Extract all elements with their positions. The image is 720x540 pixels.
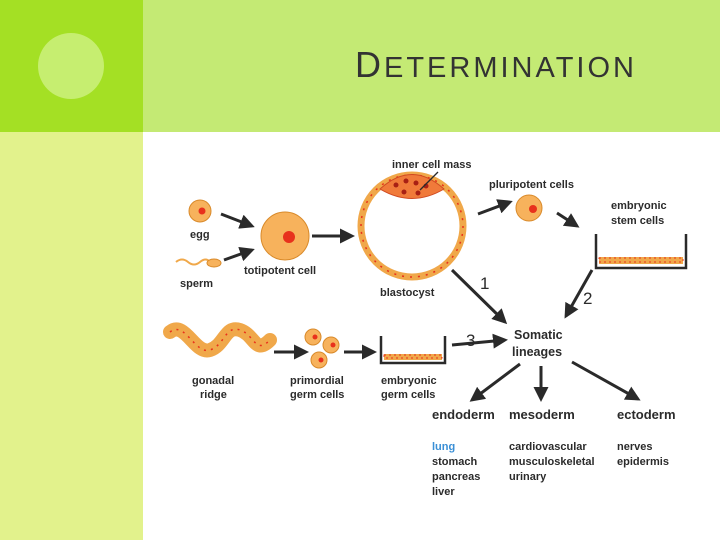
totipotent-cell — [260, 211, 310, 261]
sperm-cell — [175, 258, 222, 268]
label-gonadal-1: gonadal — [192, 375, 234, 387]
left-sidebar — [0, 132, 143, 540]
decorative-circle — [38, 33, 104, 99]
mesoderm-item: urinary — [509, 471, 547, 483]
label-mesoderm: mesoderm — [509, 407, 575, 422]
blastocyst — [357, 171, 467, 281]
label-inner-cell-mass: inner cell mass — [392, 159, 472, 171]
title-initial: D — [355, 44, 384, 85]
title-bar — [143, 0, 720, 132]
label-endoderm: endoderm — [432, 407, 495, 422]
gonadal-ridge — [163, 322, 277, 358]
label-sperm: sperm — [180, 278, 213, 290]
label-egc-2: germ cells — [381, 389, 435, 401]
label-somatic-1: Somatic — [514, 328, 563, 342]
endoderm-item: lung — [432, 441, 455, 453]
label-number-3: 3 — [466, 331, 475, 350]
arrow-to-pluripotent — [477, 199, 513, 216]
label-blastocyst: blastocyst — [380, 287, 435, 299]
endoderm-item: liver — [432, 486, 455, 498]
arrow-3 — [451, 333, 508, 349]
endoderm-item: stomach — [432, 456, 478, 468]
label-ectoderm: ectoderm — [617, 407, 676, 422]
arrow-to-endoderm — [469, 362, 521, 402]
label-esc-1: embryonic — [611, 200, 667, 212]
egc-dish — [379, 336, 447, 365]
arrow-to-ectoderm — [571, 360, 641, 401]
arrow-to-esc-dish — [556, 211, 580, 228]
label-pgc-1: primordial — [290, 375, 344, 387]
label-number-2: 2 — [583, 289, 592, 308]
arrow-egg-to-totipotent — [220, 212, 255, 229]
label-number-1: 1 — [480, 274, 489, 293]
label-gonadal-2: ridge — [200, 389, 227, 401]
label-somatic-2: lineages — [512, 345, 562, 359]
arrow-sperm-to-totipotent — [223, 246, 255, 262]
arrow-1 — [450, 268, 508, 325]
pluripotent-cell — [515, 194, 543, 222]
primordial-germ-cells — [304, 328, 340, 369]
title-rest: ETERMINATION — [384, 52, 637, 84]
label-pluripotent: pluripotent cells — [489, 179, 574, 191]
ectoderm-item: nerves — [617, 441, 652, 453]
ectoderm-item: epidermis — [617, 456, 669, 468]
mesoderm-item: cardiovascular — [509, 441, 587, 453]
arrow-2 — [564, 269, 594, 319]
label-esc-2: stem cells — [611, 215, 664, 227]
label-egc-1: embryonic — [381, 375, 437, 387]
endoderm-item: pancreas — [432, 471, 480, 483]
pointer-inner-cell-mass — [419, 171, 439, 191]
mesoderm-item: musculoskeletal — [509, 456, 595, 468]
slide-title: DETERMINATION — [355, 44, 637, 86]
egg-cell — [188, 199, 212, 223]
esc-dish — [594, 234, 688, 270]
label-pgc-2: germ cells — [290, 389, 344, 401]
label-egg: egg — [190, 229, 210, 241]
label-totipotent: totipotent cell — [244, 265, 316, 277]
